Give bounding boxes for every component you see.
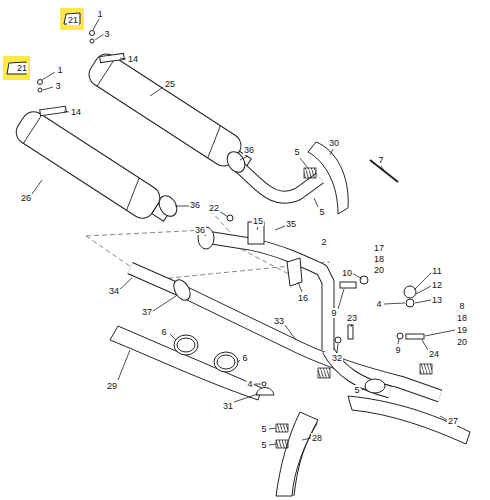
callout-number: 5 [260, 440, 267, 450]
exhaust-pipes [130, 166, 440, 495]
callout-number: 18 [373, 254, 385, 264]
callout-number: 14 [127, 54, 139, 64]
callout-number: 35 [285, 219, 297, 229]
callout-number: 22 [208, 203, 220, 213]
callout-number: 5 [293, 147, 300, 157]
callout-number: 26 [20, 193, 32, 203]
callout-number: 6 [241, 353, 248, 363]
callout-number: 17 [373, 243, 385, 253]
callout-number: 20 [373, 265, 385, 275]
clamps [156, 148, 264, 372]
springs [276, 168, 432, 448]
callout-number: 1 [56, 65, 63, 75]
callout-number: 5 [318, 207, 325, 217]
callout-number: 36 [243, 145, 255, 155]
callout-number: 30 [328, 138, 340, 148]
callout-number: 24 [428, 349, 440, 359]
callout-number: 28 [311, 433, 323, 443]
callout-number: 12 [431, 280, 443, 290]
callout-number: 18 [456, 313, 468, 323]
callout-number: 3 [103, 29, 110, 39]
callout-number: 15 [252, 216, 264, 226]
callout-number: 11 [431, 266, 442, 276]
callout-number: 7 [377, 155, 384, 165]
callout-number: 19 [456, 325, 468, 335]
callout-number: 1 [96, 9, 103, 19]
callout-number: 13 [431, 295, 443, 305]
callout-number: 10 [341, 268, 353, 278]
callout-number: 4 [375, 299, 382, 309]
callout-number: 37 [141, 307, 153, 317]
callout-number: 9 [330, 308, 337, 318]
callout-number: 29 [106, 381, 118, 391]
callout-number: 20 [456, 337, 468, 347]
callout-number: 3 [54, 81, 61, 91]
callout-number: 27 [447, 416, 459, 426]
callout-number: 21 [16, 63, 28, 73]
callout-number: 5 [260, 424, 267, 434]
small-parts [227, 160, 424, 395]
callout-number: 32 [331, 353, 343, 363]
callout-number: 5 [353, 385, 360, 395]
callout-number: 36 [194, 225, 206, 235]
callout-number: 23 [346, 313, 358, 323]
callout-number: 21 [67, 15, 79, 25]
leader-lines [32, 17, 455, 445]
highlighted-cover [3, 8, 84, 80]
callout-number: 36 [189, 200, 201, 210]
callout-number: 6 [160, 327, 167, 337]
muffler [12, 107, 176, 230]
heat-shields [110, 142, 470, 496]
callout-number: 9 [394, 345, 401, 355]
callout-number: 14 [70, 107, 82, 117]
callout-number: 34 [108, 286, 120, 296]
callout-number: 33 [273, 316, 285, 326]
callout-number: 25 [164, 79, 176, 89]
callout-number: 8 [458, 301, 465, 311]
callout-number: 31 [222, 401, 234, 411]
mounting-hardware [38, 31, 125, 116]
callout-number: 16 [297, 293, 309, 303]
callout-number: 4 [246, 379, 253, 389]
callout-number: 2 [320, 237, 327, 247]
